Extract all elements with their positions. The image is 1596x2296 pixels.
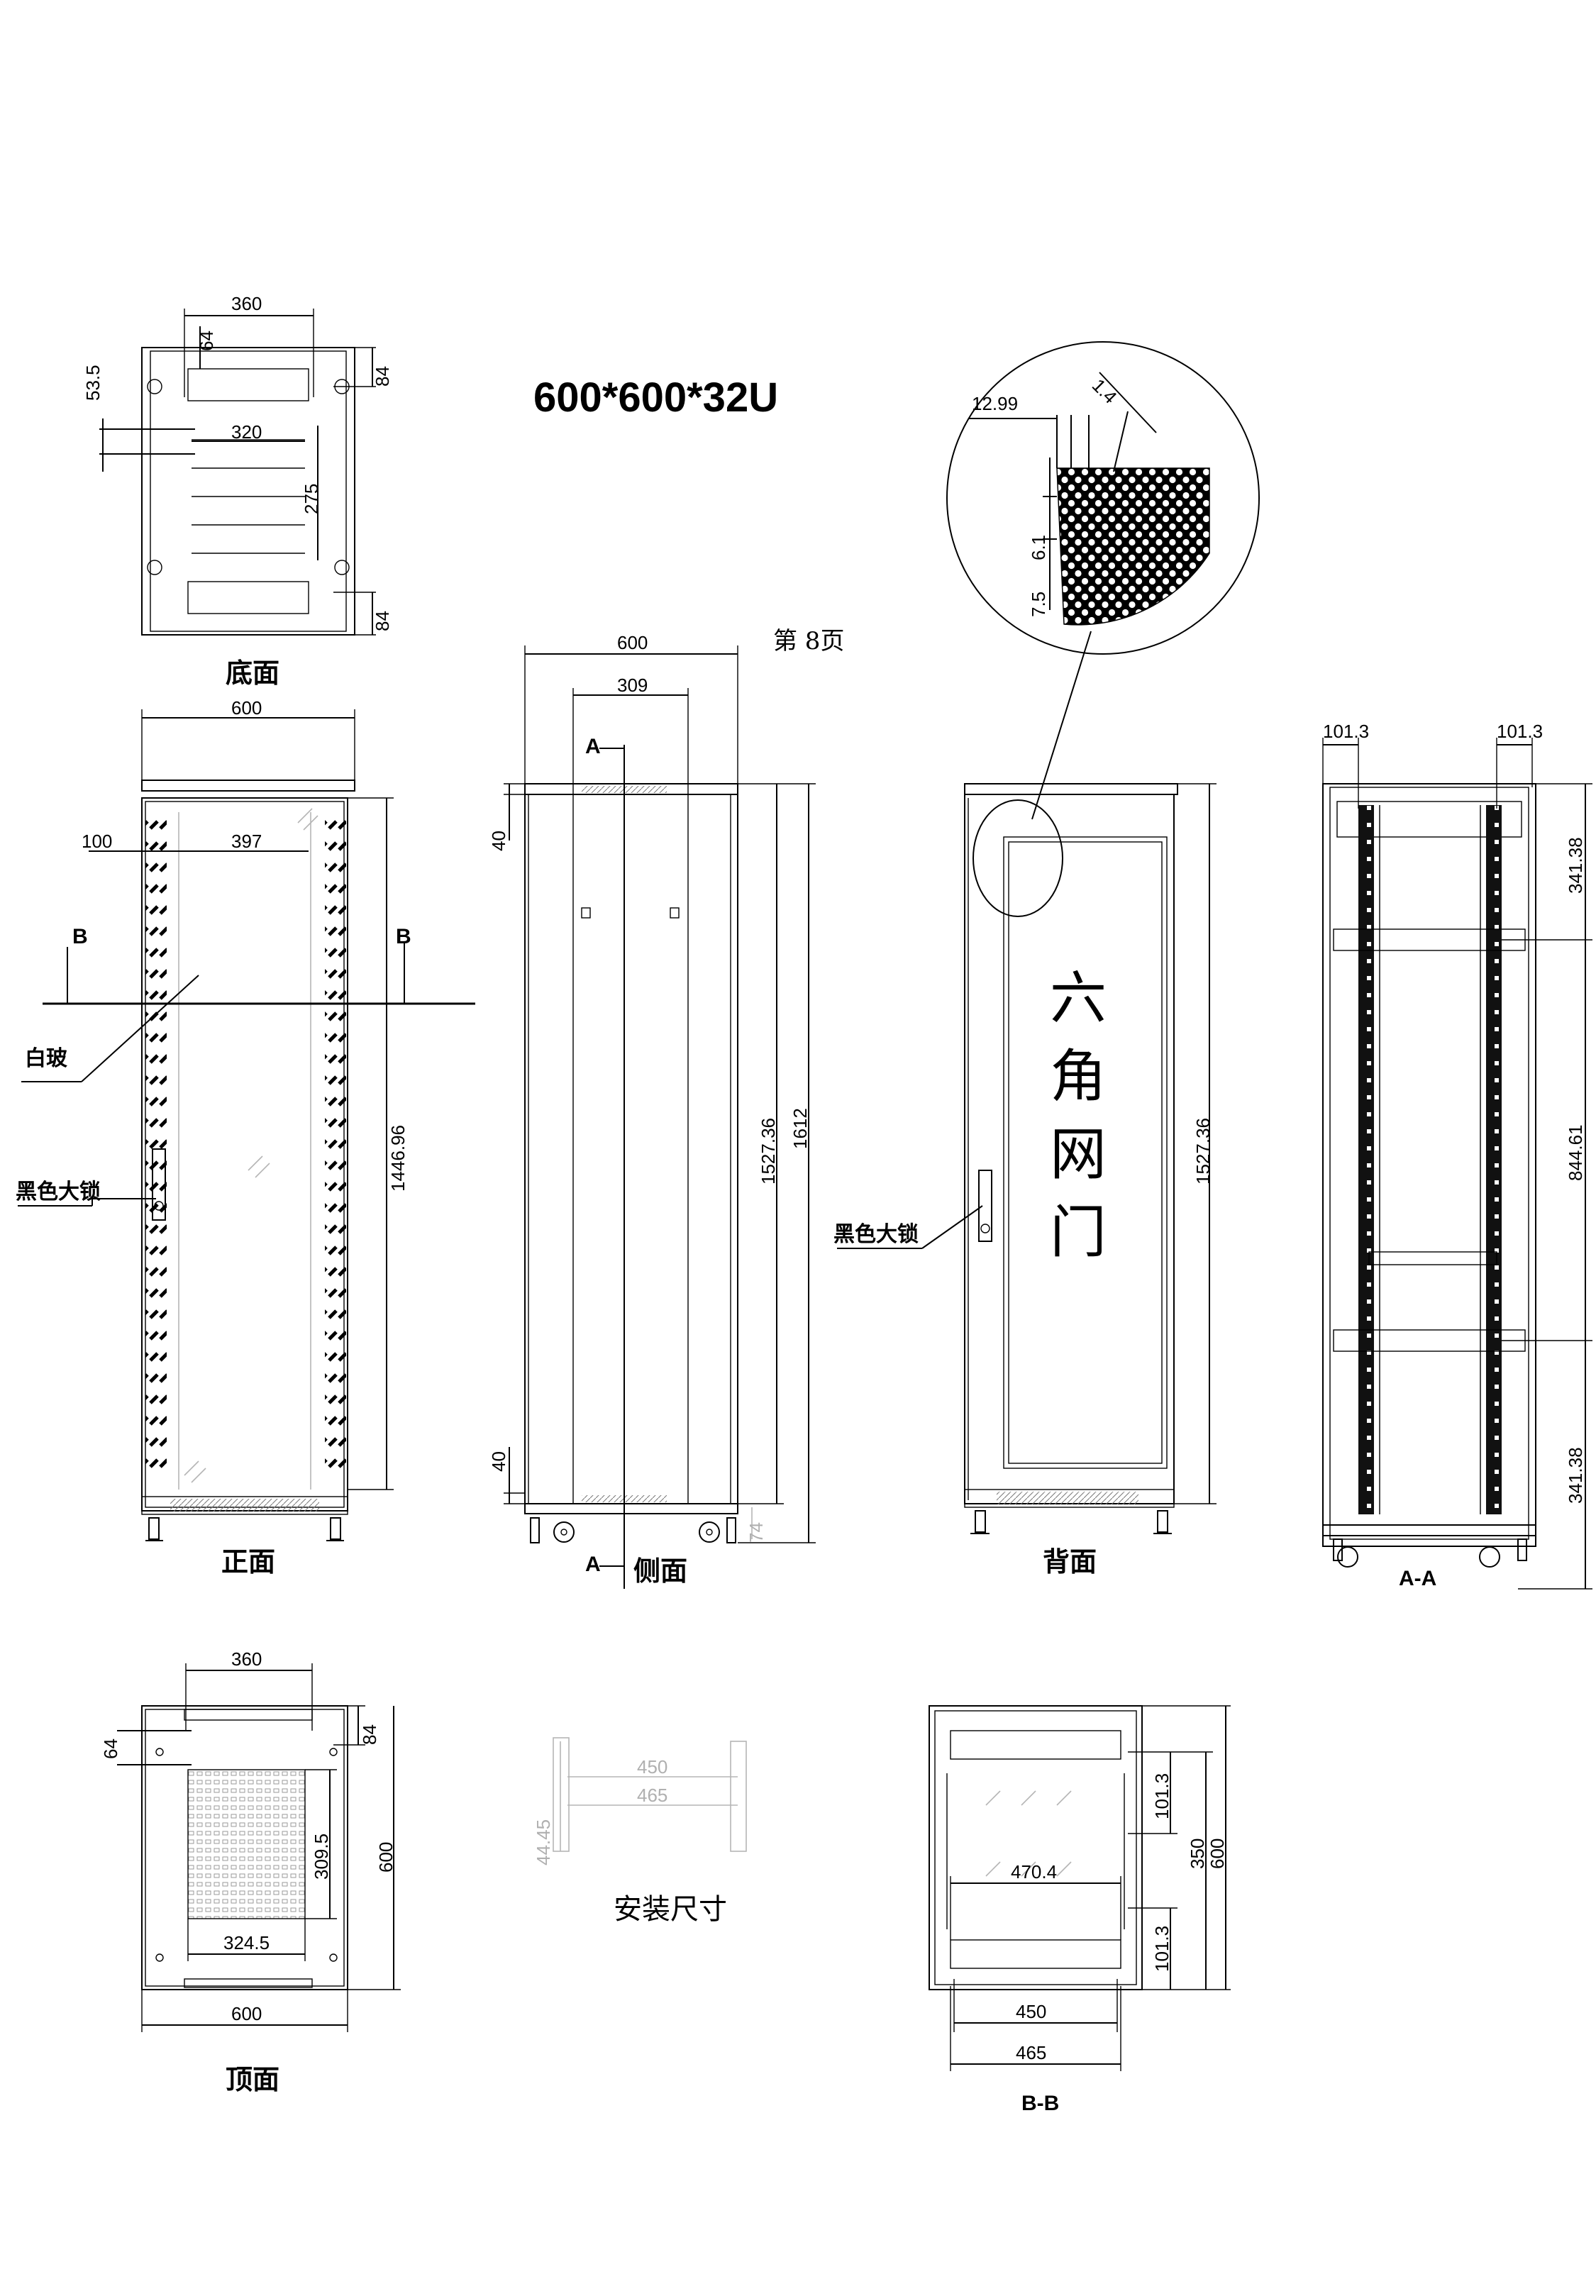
dim-front-100: 100 bbox=[82, 831, 112, 852]
bottom-view: 360 64 53.5 84 320 275 84 底面 bbox=[82, 293, 393, 689]
section-mark-b-right: B bbox=[396, 925, 411, 948]
dim-side-40-top: 40 bbox=[488, 831, 509, 851]
label-install-size: 安装尺寸 bbox=[614, 1893, 727, 1926]
drawing-title: 600*600*32U bbox=[533, 375, 778, 421]
label-white-glass: 白玻 bbox=[25, 1047, 67, 1070]
dim-side-74: 74 bbox=[746, 1522, 767, 1543]
dim-side-1527-36: 1527.36 bbox=[758, 1118, 779, 1185]
dim-bottom-320: 320 bbox=[231, 421, 262, 443]
door-text-char-1: 六 bbox=[1050, 965, 1107, 1031]
door-text-char-3: 网 bbox=[1050, 1121, 1107, 1187]
page-label: 第 8页 bbox=[773, 627, 844, 655]
dim-front-600: 600 bbox=[231, 697, 262, 719]
dim-top-309-5: 309.5 bbox=[311, 1834, 332, 1880]
dim-top-84: 84 bbox=[359, 1724, 380, 1745]
dim-front-1446-96: 1446.96 bbox=[387, 1125, 409, 1192]
hex-mesh-detail: 12.99 1.4 6.1 7.5 bbox=[946, 341, 1260, 820]
dim-bottom-360: 360 bbox=[231, 293, 262, 314]
door-text-char-4: 门 bbox=[1050, 1199, 1107, 1265]
dim-install-450: 450 bbox=[637, 1756, 667, 1778]
label-bottom-view: 底面 bbox=[226, 659, 279, 689]
dim-front-397: 397 bbox=[231, 831, 262, 852]
dim-bb-465: 465 bbox=[1016, 2042, 1046, 2063]
side-view: 600 309 40 1527.36 1612 40 74 A A 侧面 bbox=[488, 632, 816, 1589]
dim-top-360: 360 bbox=[231, 1648, 262, 1670]
top-view: 360 64 84 309.5 600 324.5 600 顶面 bbox=[100, 1648, 401, 2095]
install-size-view: 450 465 44.45 安装尺寸 bbox=[533, 1737, 747, 1926]
dim-detail-1-4: 1.4 bbox=[1088, 375, 1121, 408]
dim-bottom-53-5: 53.5 bbox=[82, 365, 104, 401]
section-mark-a-bottom: A bbox=[585, 1553, 601, 1576]
dim-bb-101-3-top: 101.3 bbox=[1151, 1773, 1173, 1819]
dim-bb-470-4: 470.4 bbox=[1011, 1861, 1057, 1882]
dim-bottom-84-top: 84 bbox=[372, 366, 393, 387]
label-section-aa: A-A bbox=[1399, 1567, 1436, 1590]
dim-install-44-45: 44.45 bbox=[533, 1819, 554, 1865]
dim-bb-450: 450 bbox=[1016, 2001, 1046, 2022]
label-front-lock: 黑色大锁 bbox=[16, 1180, 101, 1204]
door-text-char-2: 角 bbox=[1050, 1043, 1107, 1109]
dim-bottom-84-bottom: 84 bbox=[372, 611, 393, 631]
dim-aa-844-61: 844.61 bbox=[1565, 1124, 1586, 1181]
label-rear-view: 背面 bbox=[1043, 1548, 1097, 1577]
label-rear-lock: 黑色大锁 bbox=[833, 1223, 919, 1246]
dim-bottom-275: 275 bbox=[301, 484, 322, 514]
dim-side-600: 600 bbox=[617, 632, 648, 653]
dim-aa-101-3-left: 101.3 bbox=[1323, 721, 1369, 742]
dim-side-1612: 1612 bbox=[789, 1108, 811, 1149]
section-a-a-view: 101.3 101.3 341.38 844.61 341.38 A-A bbox=[1322, 721, 1592, 1590]
dim-top-324-5: 324.5 bbox=[223, 1932, 270, 1953]
rear-view: 六 角 网 门 1527.36 黑色大锁 背面 bbox=[833, 783, 1217, 1577]
dim-aa-101-3-right: 101.3 bbox=[1497, 721, 1543, 742]
dim-bb-600: 600 bbox=[1207, 1839, 1228, 1869]
dim-rear-1527-36: 1527.36 bbox=[1192, 1118, 1214, 1185]
dim-top-64: 64 bbox=[100, 1738, 121, 1759]
dim-bb-350: 350 bbox=[1187, 1839, 1208, 1869]
dim-detail-7-5: 7.5 bbox=[1028, 592, 1049, 617]
dim-side-40-bottom: 40 bbox=[488, 1451, 509, 1472]
dim-detail-6-1: 6.1 bbox=[1028, 535, 1049, 560]
dim-bottom-64: 64 bbox=[196, 331, 217, 351]
dim-bb-101-3-bottom: 101.3 bbox=[1151, 1926, 1173, 1972]
dim-aa-341-38-bottom: 341.38 bbox=[1565, 1447, 1586, 1504]
label-section-bb: B-B bbox=[1021, 2092, 1059, 2115]
section-b-b-view: 101.3 350 600 470.4 101.3 450 465 B-B bbox=[929, 1705, 1231, 2115]
dim-top-600-horizontal: 600 bbox=[231, 2003, 262, 2024]
dim-aa-341-38-top: 341.38 bbox=[1565, 837, 1586, 894]
label-front-view: 正面 bbox=[221, 1548, 275, 1577]
dim-detail-12-99: 12.99 bbox=[972, 393, 1018, 414]
section-mark-b-left: B bbox=[72, 925, 88, 948]
dim-top-600-vertical: 600 bbox=[375, 1842, 397, 1873]
label-side-view: 侧面 bbox=[633, 1557, 687, 1587]
label-top-view: 顶面 bbox=[226, 2065, 279, 2095]
dim-install-465: 465 bbox=[637, 1785, 667, 1806]
front-view: 600 100 397 1446.96 B B 白玻 黑色大锁 正面 bbox=[16, 697, 475, 1577]
section-mark-a-top: A bbox=[585, 735, 601, 758]
dim-side-309: 309 bbox=[617, 675, 648, 696]
